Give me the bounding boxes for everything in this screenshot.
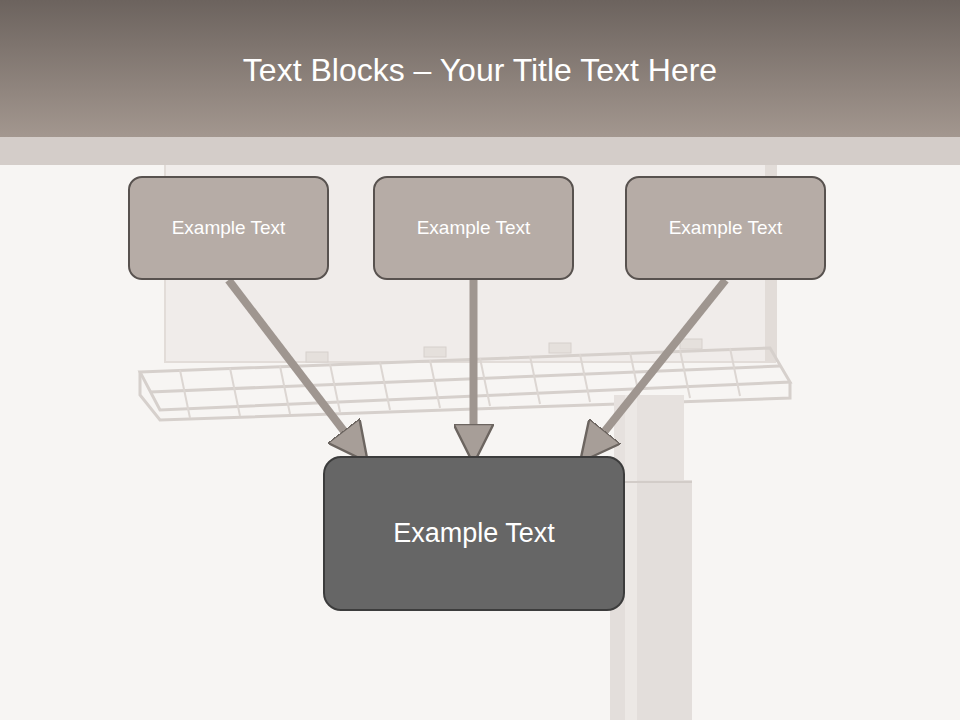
slide-title: Text Blocks – Your Title Text Here <box>0 52 960 89</box>
text-block: Example Text <box>128 176 329 280</box>
flow-arrow <box>470 280 478 456</box>
result-box: Example Text <box>323 456 625 611</box>
text-block: Example Text <box>373 176 574 280</box>
flow-arrow <box>229 280 364 456</box>
block-text: Example Text <box>393 518 555 549</box>
block-text: Example Text <box>172 217 286 239</box>
block-text: Example Text <box>669 217 783 239</box>
flow-arrow <box>585 280 726 456</box>
text-block: Example Text <box>625 176 826 280</box>
block-text: Example Text <box>417 217 531 239</box>
